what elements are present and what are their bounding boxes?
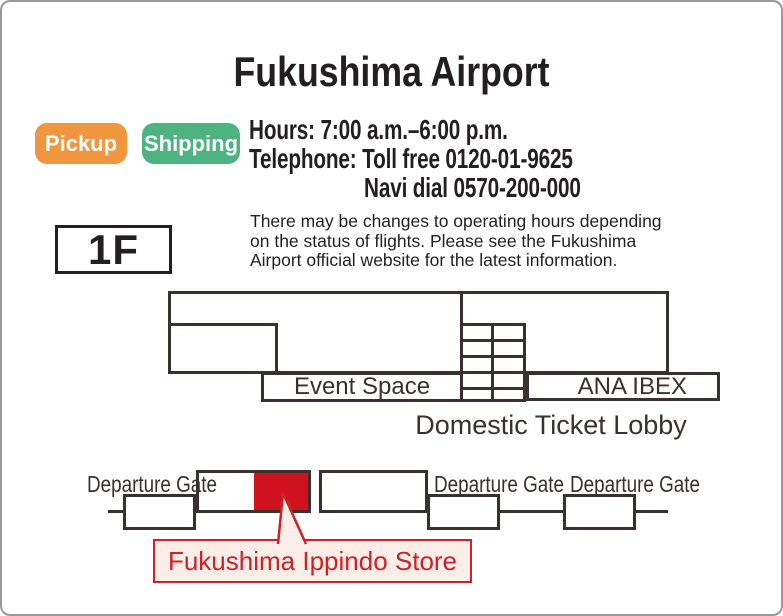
concourse-line — [498, 510, 565, 513]
domestic-ticket-lobby-label: Domestic Ticket Lobby — [415, 410, 687, 440]
page-title: Fukushima Airport — [233, 48, 550, 95]
store-callout: Fukushima Ippindo Store — [153, 539, 472, 583]
concourse-section-2 — [319, 470, 428, 513]
departure-gate-label-2: Departure Gate — [434, 471, 564, 497]
concourse-section-1 — [196, 470, 311, 513]
callout-pointer-tail — [276, 491, 308, 545]
disclaimer-line-1: There may be changes to operating hours … — [250, 211, 662, 231]
event-space-label: Event Space — [293, 373, 431, 400]
stair-rail-line — [491, 323, 494, 402]
ana-ibex-label: ANA IBEX — [577, 372, 687, 400]
departure-gate-label-3: Departure Gate — [570, 471, 700, 497]
navi-dial-text: Navi dial 0570-200-000 — [364, 172, 581, 203]
shipping-badge: Shipping — [142, 123, 240, 164]
pickup-badge: Pickup — [35, 123, 127, 164]
ana-ibex-counter-area: ANA IBEX — [526, 372, 720, 401]
disclaimer-line-3: Airport official website for the latest … — [250, 250, 618, 271]
departure-gate-box-1 — [123, 494, 196, 530]
store-callout-label: Fukushima Ippindo Store — [167, 545, 458, 576]
telephone-text: Telephone: Toll free 0120-01-9625 — [249, 143, 573, 174]
concourse-line — [108, 510, 125, 513]
departure-gate-box-3 — [563, 494, 636, 530]
disclaimer-line-2: on the status of flights. Please see the… — [250, 230, 637, 251]
floor-badge: 1F — [55, 225, 172, 274]
operating-hours-disclaimer: There may be changes to operating hours … — [250, 211, 662, 271]
departure-gate-label-1: Departure Gate — [87, 471, 217, 497]
departure-gate-box-2 — [427, 494, 500, 530]
event-space-area: Event Space — [261, 372, 463, 402]
hours-text: Hours: 7:00 a.m.–6:00 p.m. — [249, 114, 508, 145]
inner-room-outline — [168, 323, 278, 374]
concourse-line — [634, 510, 668, 513]
